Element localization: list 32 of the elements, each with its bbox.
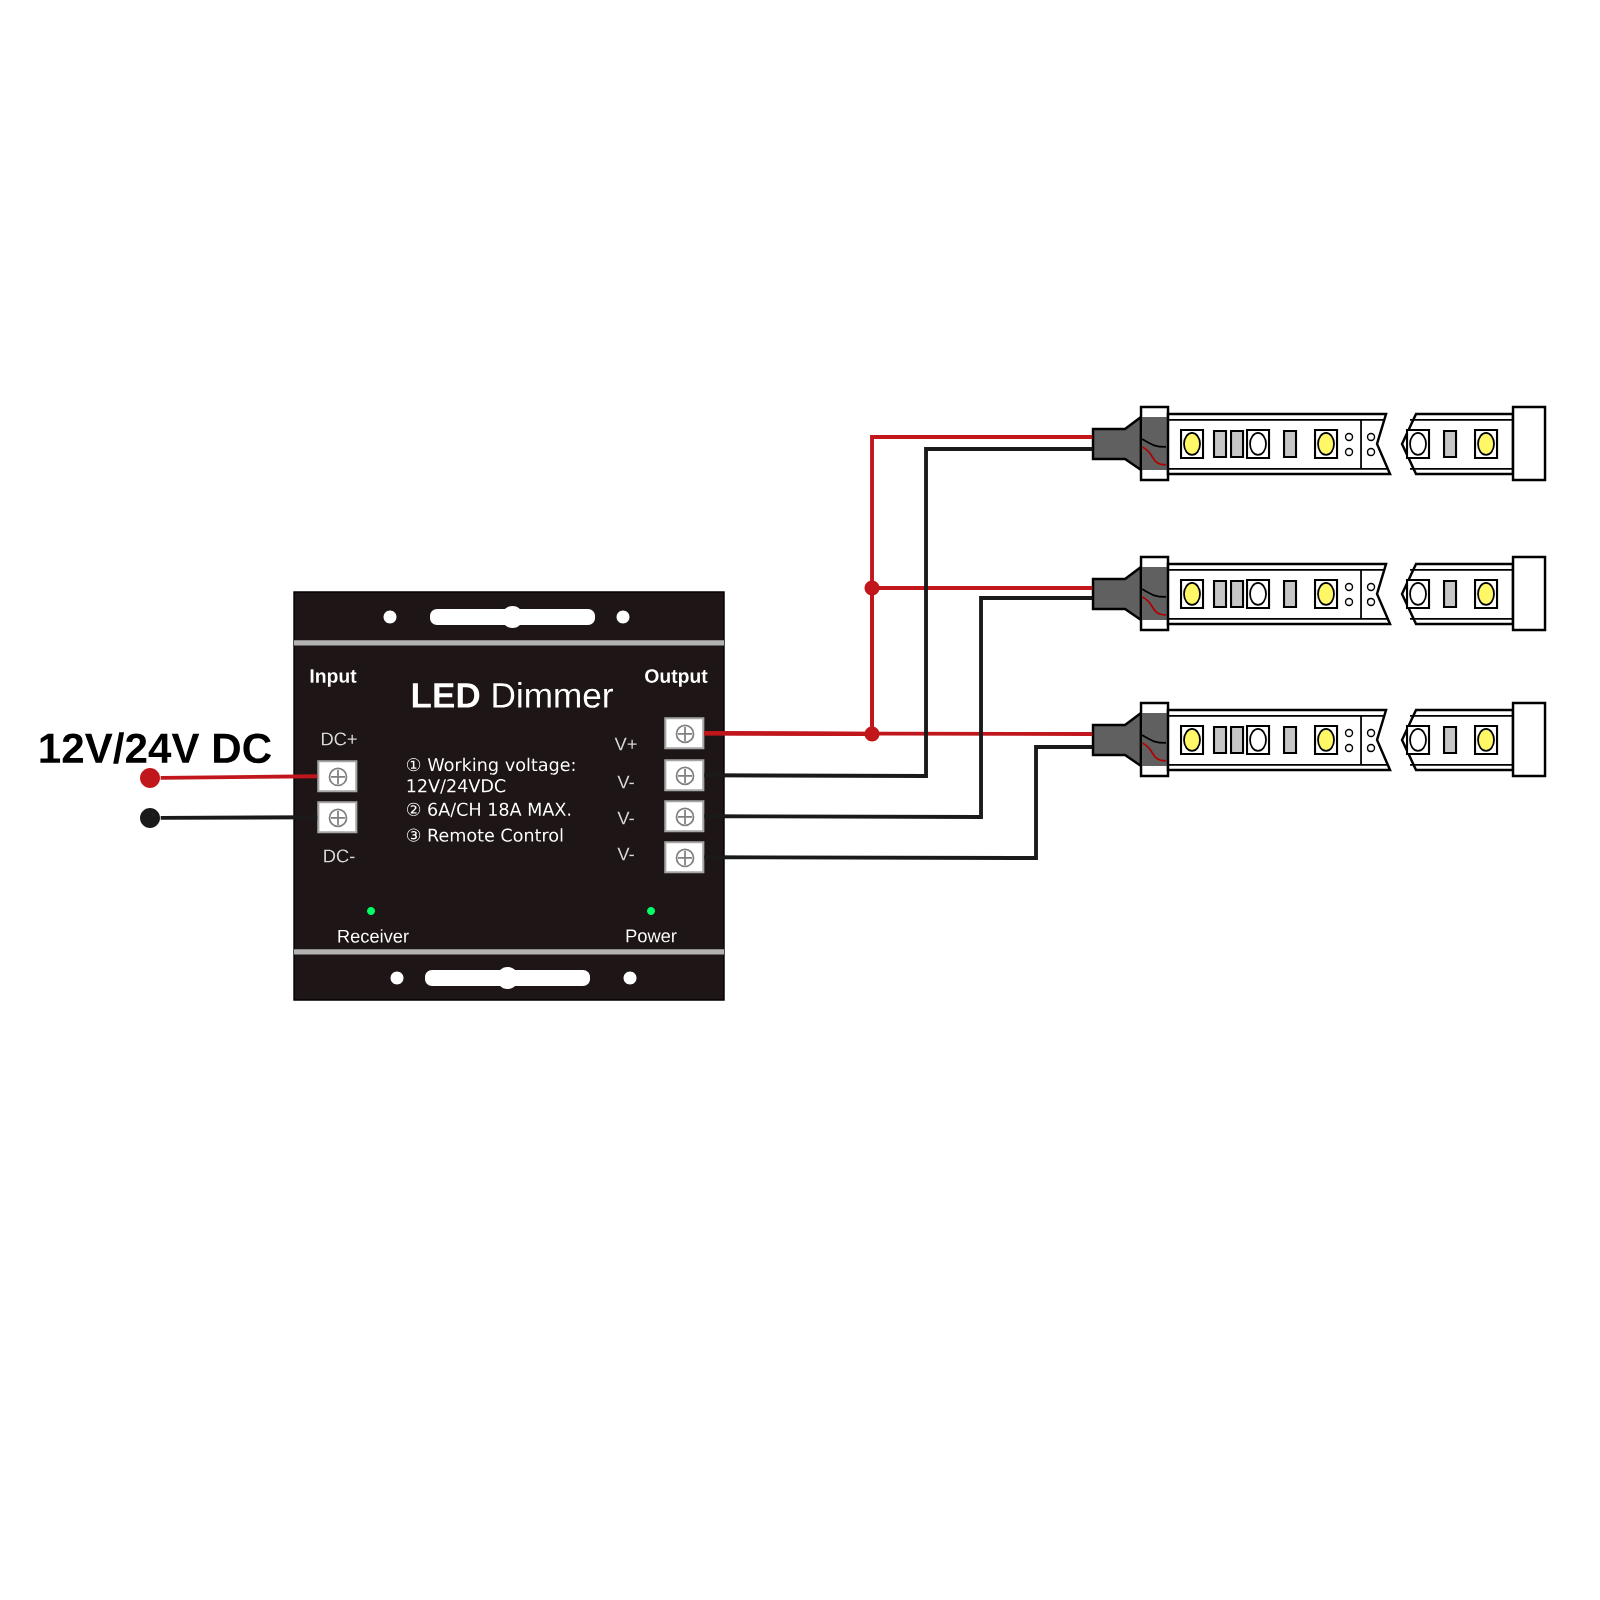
- spec-text: ③ Remote Control: [407, 828, 563, 842]
- wire-end-dot: [140, 768, 160, 788]
- terminal-label: DC+: [321, 732, 357, 746]
- indicator-label: Receiver: [338, 929, 409, 943]
- terminal-label: V+: [614, 737, 637, 751]
- led-strip-drawing: [1091, 555, 1547, 632]
- wire: [704, 596, 1093, 819]
- wire: [160, 815, 318, 820]
- panel-label: Input: [310, 669, 357, 687]
- terminal-label: DC-: [324, 849, 355, 863]
- led-strip-drawing: [1091, 701, 1547, 778]
- voltage-label: 12V/24V DC: [40, 732, 272, 764]
- wire: [160, 774, 318, 780]
- wire: [704, 745, 1093, 860]
- led-strip-drawing: [1091, 405, 1547, 482]
- screw-terminal: [664, 800, 705, 833]
- product-title: LED Dimmer: [412, 682, 613, 708]
- screw-terminal: [317, 760, 358, 793]
- panel-label: Output: [645, 669, 708, 687]
- wire-end-dot: [140, 808, 160, 828]
- indicator-label: Power: [626, 929, 677, 943]
- spec-text: ① Working voltage: 12V/24VDC: [407, 757, 575, 794]
- terminal-label: V-: [617, 775, 634, 789]
- terminal-label: V-: [617, 847, 634, 861]
- screw-terminal: [664, 841, 705, 874]
- wire: [704, 447, 1093, 778]
- spec-text: ② 6A/CH 18A MAX.: [407, 802, 571, 818]
- screw-terminal: [664, 717, 705, 750]
- wire: [704, 731, 1093, 736]
- screw-terminal: [317, 801, 358, 834]
- terminal-label: V-: [617, 811, 634, 825]
- screw-terminal: [664, 759, 705, 792]
